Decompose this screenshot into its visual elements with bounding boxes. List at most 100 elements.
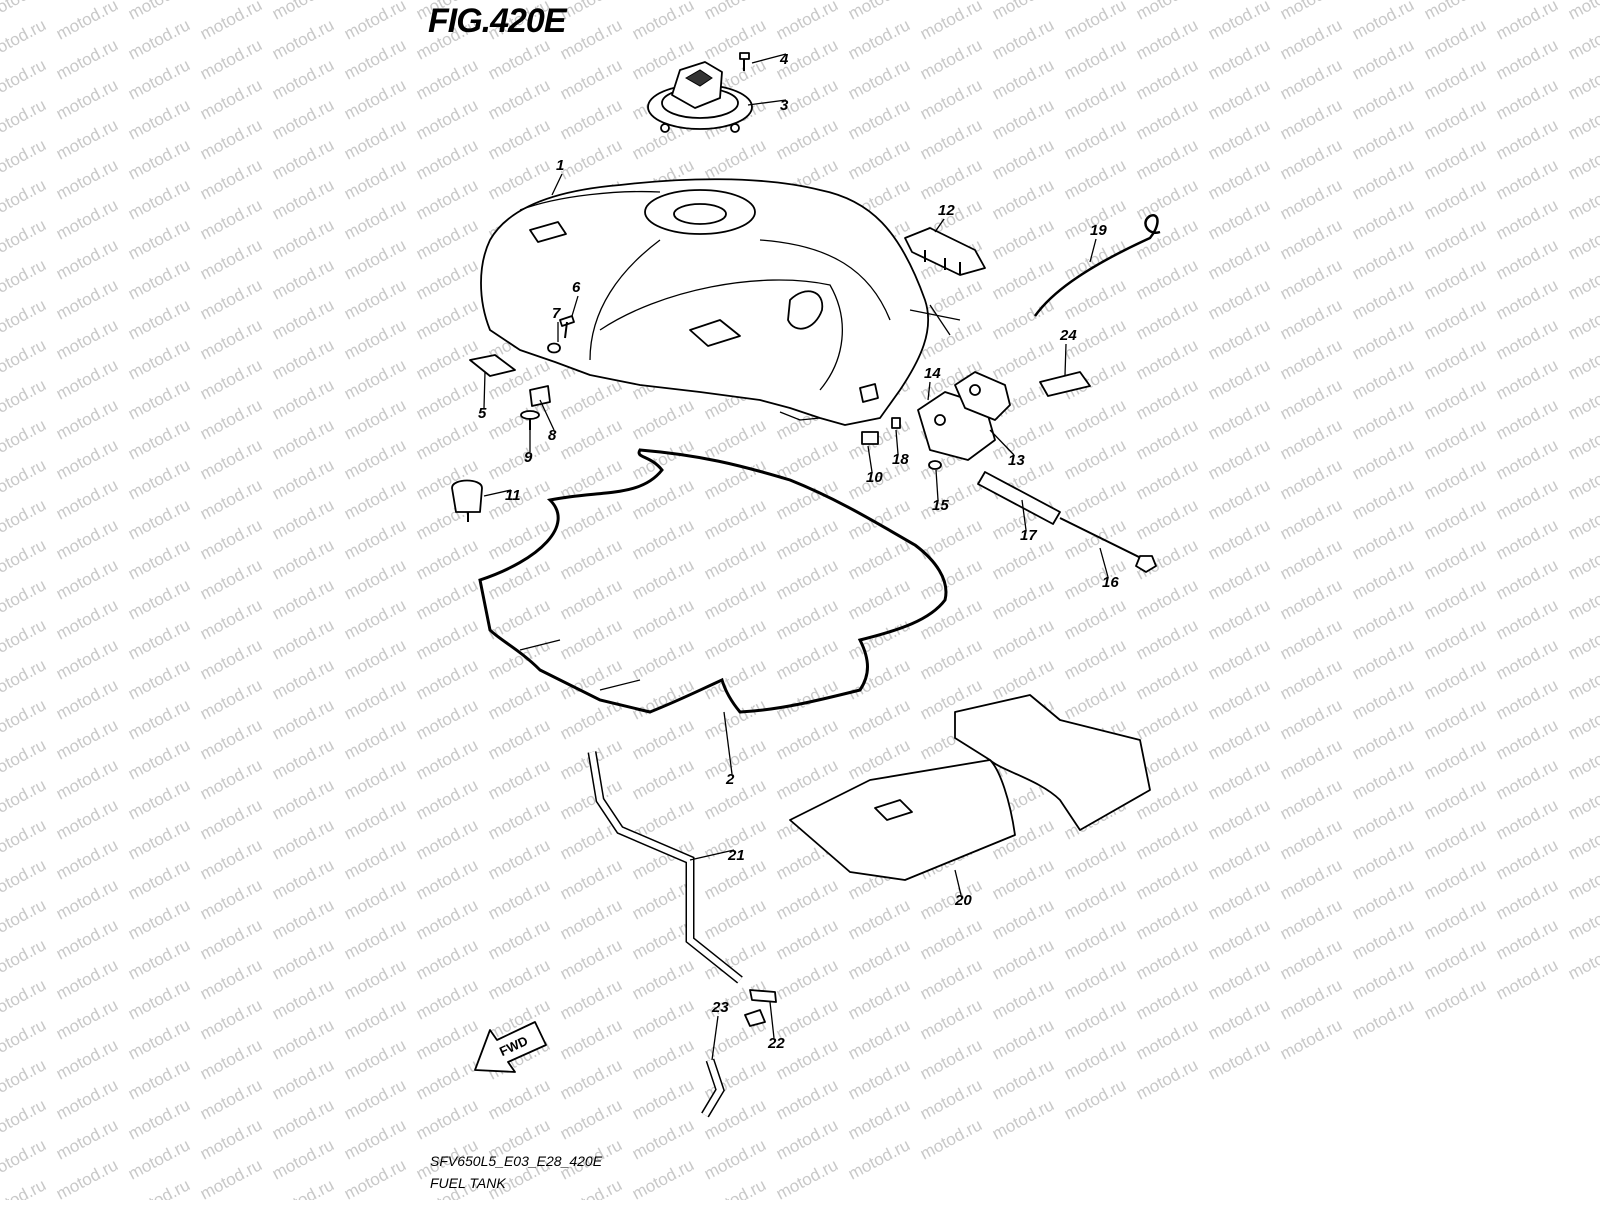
- watermark-text: motod.ru: [0, 455, 49, 503]
- watermark-text: motod.ru: [0, 135, 49, 183]
- watermark-text: motod.ru: [1565, 215, 1600, 263]
- callout-21: 21: [727, 847, 745, 864]
- leader-line: [483, 371, 486, 409]
- watermark-text: motod.ru: [1565, 495, 1600, 543]
- callout-16: 16: [1102, 574, 1119, 591]
- callout-10: 10: [866, 469, 883, 486]
- watermark-text: motod.ru: [1565, 295, 1600, 343]
- callout-7: 7: [552, 305, 561, 322]
- watermark-text: motod.ru: [0, 215, 49, 263]
- figure-caption: FUEL TANK: [430, 1175, 506, 1191]
- leader-line: [1064, 343, 1067, 376]
- leader-line: [954, 869, 962, 896]
- watermark-text: motod.ru: [1565, 815, 1600, 863]
- leader-line: [539, 399, 555, 431]
- fuel-cap: [647, 61, 753, 133]
- watermark-text: motod.ru: [1565, 135, 1600, 183]
- leader-line: [769, 1001, 775, 1039]
- callout-3: 3: [780, 97, 789, 114]
- watermark-text: motod.ru: [1565, 375, 1600, 423]
- callout-2: 2: [725, 771, 735, 788]
- callout-20: 20: [954, 892, 972, 909]
- watermark-text: motod.ru: [0, 1095, 49, 1143]
- leader-line: [935, 469, 939, 501]
- figure-code: SFV650L5_E03_E28_420E: [430, 1153, 603, 1169]
- tank-mount-parts: [469, 315, 575, 430]
- prop-rod: [1033, 214, 1161, 317]
- watermark-text: motod.ru: [0, 935, 49, 983]
- callout-11: 11: [505, 487, 521, 504]
- forward-arrow: FWD: [474, 1021, 547, 1073]
- leader-line: [747, 99, 787, 106]
- watermark-text: motod.ru: [0, 375, 49, 423]
- callout-24: 24: [1059, 327, 1077, 344]
- watermark-text: motod.ru: [0, 495, 49, 543]
- callout-13: 13: [1008, 452, 1025, 469]
- leader-line: [723, 711, 733, 775]
- leader-line: [927, 381, 931, 401]
- watermark-text: motod.ru: [1565, 855, 1600, 903]
- watermark-text: motod.ru: [0, 15, 49, 63]
- watermark-text: motod.ru: [0, 535, 49, 583]
- leader-line: [571, 295, 579, 317]
- leader-line: [934, 218, 945, 233]
- watermark-text: motod.ru: [0, 735, 49, 783]
- watermark-text: motod.ru: [0, 1175, 49, 1200]
- callout-14: 14: [924, 365, 941, 382]
- callout-18: 18: [892, 451, 909, 468]
- watermark-text: motod.ru: [1565, 775, 1600, 823]
- watermark-text: motod.ru: [0, 815, 49, 863]
- watermark-text: motod.ru: [0, 615, 49, 663]
- watermark-text: motod.ru: [0, 335, 49, 383]
- fuel-tank: [480, 178, 961, 426]
- watermark-text: motod.ru: [1565, 95, 1600, 143]
- watermark-text: motod.ru: [1565, 535, 1600, 583]
- leader-line: [867, 445, 873, 473]
- watermark-text: motod.ru: [0, 975, 49, 1023]
- callout-9: 9: [524, 449, 533, 466]
- leader-line: [711, 1015, 719, 1061]
- callout-8: 8: [548, 427, 557, 444]
- tank-pad: [1039, 371, 1091, 397]
- leader-line: [551, 173, 563, 196]
- watermark-text: motod.ru: [1565, 575, 1600, 623]
- watermark-text: motod.ru: [0, 695, 49, 743]
- watermark-text: motod.ru: [1565, 455, 1600, 503]
- watermark-text: motod.ru: [1565, 175, 1600, 223]
- tank-cushion: [478, 448, 948, 714]
- tank-bracket: [904, 227, 986, 276]
- watermark-text: motod.ru: [1565, 695, 1600, 743]
- tank-hinge: [861, 371, 1011, 470]
- leader-line: [895, 429, 899, 455]
- watermark-text: motod.ru: [1565, 935, 1600, 983]
- leader-line: [1099, 547, 1109, 578]
- callout-15: 15: [932, 497, 949, 514]
- watermark-text: motod.ru: [1565, 335, 1600, 383]
- watermark-text: motod.ru: [1565, 735, 1600, 783]
- callout-6: 6: [572, 279, 581, 296]
- watermark-text: motod.ru: [0, 1055, 49, 1103]
- watermark-text: motod.ru: [0, 55, 49, 103]
- watermark-text: motod.ru: [0, 655, 49, 703]
- watermark-text: motod.ru: [1565, 415, 1600, 463]
- callout-5: 5: [478, 405, 487, 422]
- watermark-text: motod.ru: [1565, 55, 1600, 103]
- callout-17: 17: [1020, 527, 1037, 544]
- callout-4: 4: [779, 51, 789, 68]
- watermark-text: motod.ru: [1565, 615, 1600, 663]
- watermark-text: motod.ru: [0, 1015, 49, 1063]
- watermark-text: motod.ru: [1565, 655, 1600, 703]
- callout-19: 19: [1090, 222, 1107, 239]
- watermark-text: motod.ru: [0, 775, 49, 823]
- drain-hose: [587, 751, 743, 984]
- watermark-text: motod.ru: [0, 255, 49, 303]
- watermark-text: motod.ru: [0, 1135, 49, 1183]
- heat-shield: [789, 694, 1151, 881]
- hose-fitting: [701, 989, 777, 1118]
- leader-lines: [483, 53, 1109, 1061]
- watermark-text: motod.ru: [0, 895, 49, 943]
